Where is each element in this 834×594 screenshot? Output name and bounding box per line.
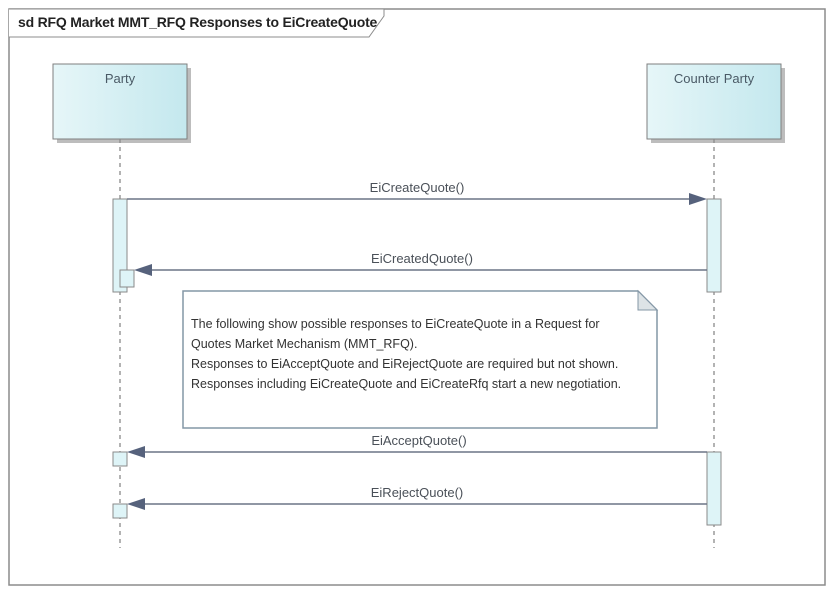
frame-border (8, 8, 826, 586)
counter-party-activation-2 (706, 451, 722, 526)
note-line: Responses including EiCreateQuote and Ei… (191, 377, 622, 391)
message-arrowhead-3 (127, 446, 145, 458)
party-label: Party (104, 71, 136, 86)
note-text: The following show possible responses to… (191, 314, 661, 394)
note-line: Quotes Market Mechanism (MMT_RFQ). (191, 337, 418, 351)
note-line: Responses to EiAcceptQuote and EiRejectQ… (191, 357, 619, 371)
note-box[interactable] (182, 290, 658, 429)
frame-title-tab (9, 8, 385, 38)
party-activation-nested (119, 269, 135, 288)
party-activation-accept (112, 451, 128, 467)
message-label-1: EiCreateQuote() (369, 180, 465, 195)
message-arrowhead-2 (134, 264, 152, 276)
counter-party-head[interactable] (646, 63, 782, 140)
counter-party-activation-1 (706, 198, 722, 293)
party-activation-reject (112, 503, 128, 519)
message-arrowhead-1 (689, 193, 707, 205)
party-activation-1 (112, 198, 128, 293)
message-label-2: EiCreatedQuote() (371, 251, 473, 266)
message-label-3: EiAcceptQuote() (371, 433, 467, 448)
counter-party-label: Counter Party (673, 71, 755, 86)
message-arrowhead-4 (127, 498, 145, 510)
frame-title: sd RFQ Market MMT_RFQ Responses to EiCre… (18, 14, 378, 30)
note-line: The following show possible responses to… (191, 317, 600, 331)
message-label-4: EiRejectQuote() (370, 485, 464, 500)
note-fold-icon (637, 289, 659, 311)
